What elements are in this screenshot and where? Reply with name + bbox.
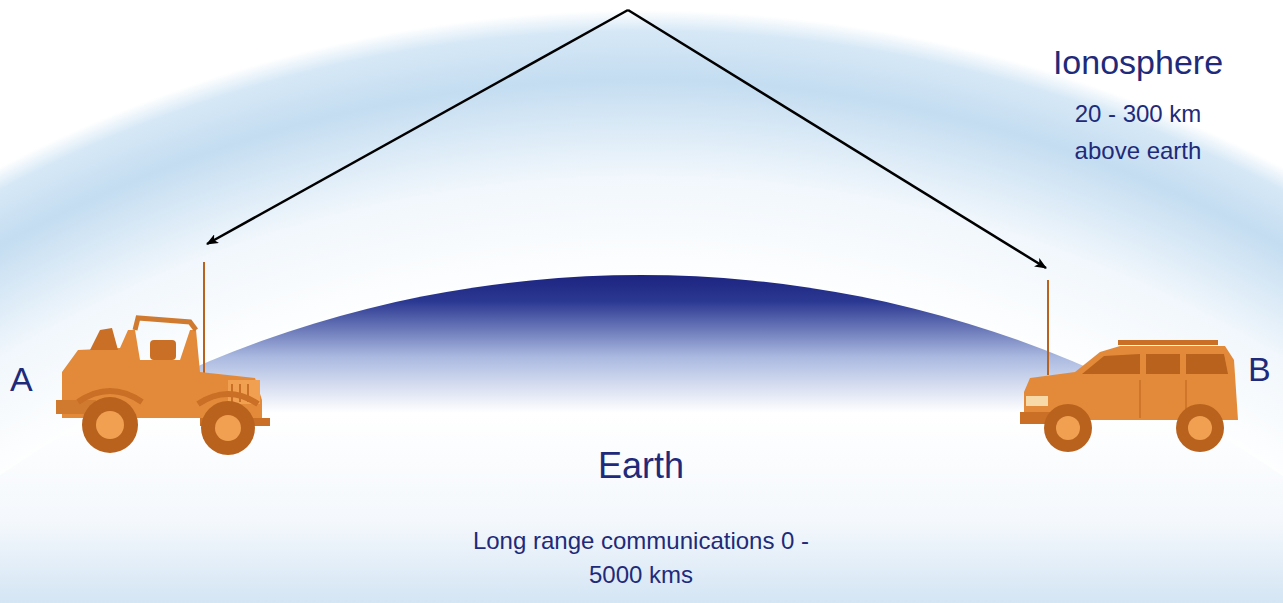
earth-globe [0,275,1283,603]
vehicle-label: A [10,360,33,399]
planet-name: Earth [541,444,741,487]
signal-arrow [628,10,1046,268]
jeep-vehicle [56,262,270,455]
layer-name: Ionosphere [1018,42,1258,83]
range-note: Long range communications 0 - 5000 kms [471,524,811,591]
altitude-note: 20 - 300 km above earth [1058,95,1218,169]
ionosphere-band [0,10,1283,603]
signal-arrow [207,10,628,244]
suv-vehicle [1020,280,1238,452]
vehicle-label: B [1248,350,1271,389]
